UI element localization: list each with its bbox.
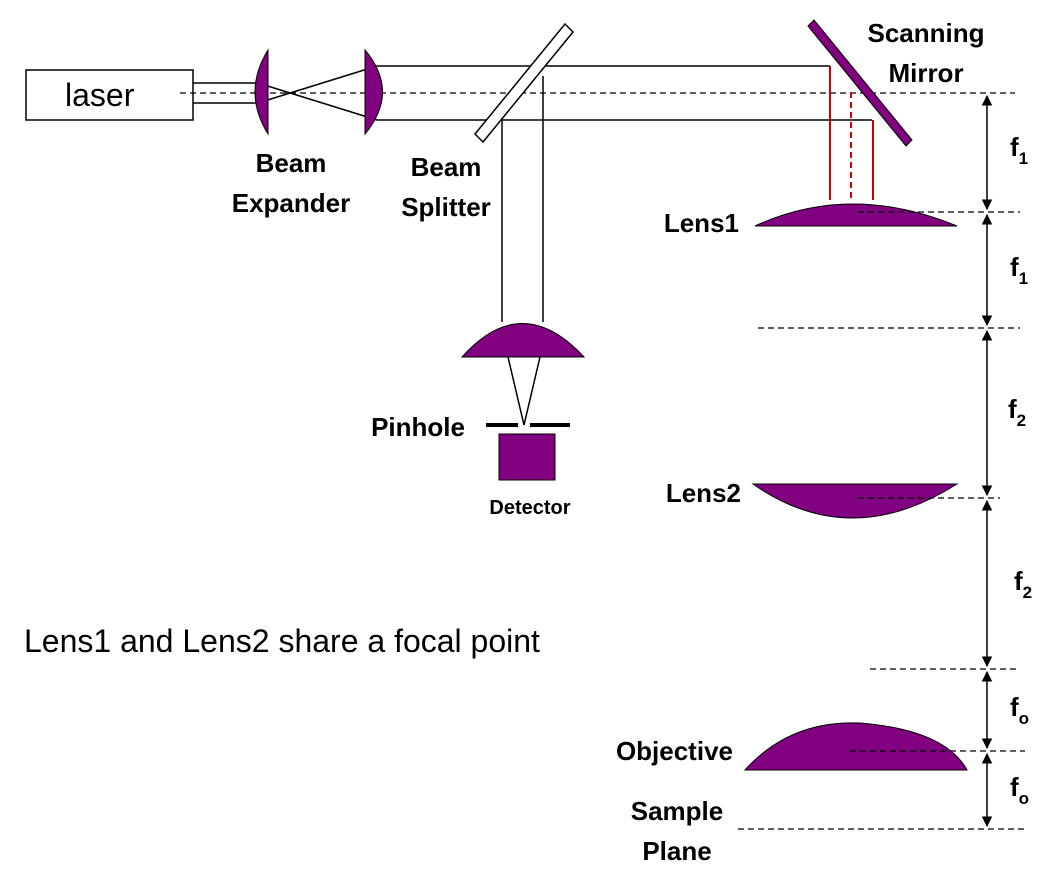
objective-lens — [743, 722, 968, 771]
sample-plane-label-line2: Plane — [642, 836, 711, 866]
detector-label: Detector — [489, 497, 570, 519]
beam-expander-lens-2 — [364, 48, 383, 136]
objective-label: Objective — [616, 736, 733, 766]
expanded-beam — [377, 65, 872, 121]
lens1-label: Lens1 — [664, 208, 739, 238]
distance-label-3: f2 — [1008, 394, 1026, 430]
beam-expander-label-line2: Expander — [232, 188, 351, 218]
scanned-rays — [829, 66, 874, 200]
distance-label-4: f2 — [1014, 566, 1032, 602]
caption-text: Lens1 and Lens2 share a focal point — [24, 623, 540, 659]
beam-splitter-label-line1: Beam — [411, 152, 482, 182]
laser-beam — [193, 82, 258, 104]
return-beam — [501, 76, 544, 322]
distance-label-5: fo — [1010, 692, 1029, 728]
lens1 — [754, 203, 958, 227]
lens2-label: Lens2 — [666, 478, 741, 508]
pinhole-label: Pinhole — [371, 412, 465, 442]
detector-focus-lens — [460, 323, 586, 358]
laser-label: laser — [65, 77, 135, 113]
distance-label-6: fo — [1010, 772, 1029, 808]
beam-expander-lens-1 — [254, 48, 269, 136]
beam-expander-rays — [257, 65, 378, 121]
beam-splitter-label-line2: Splitter — [401, 192, 491, 222]
focal-reference-lines — [738, 211, 1025, 830]
beam-expander-label-line1: Beam — [256, 148, 327, 178]
detector-box — [498, 433, 556, 481]
sample-plane-label-line1: Sample — [631, 796, 724, 826]
scanning-mirror — [807, 19, 913, 147]
distance-label-2: f1 — [1010, 252, 1028, 288]
detector-focus-rays — [507, 356, 541, 426]
lens2 — [751, 483, 959, 519]
scanning-mirror-label-line1: Scanning — [867, 18, 984, 48]
laser-box — [25, 69, 194, 121]
beam-splitter — [473, 22, 575, 144]
scanning-mirror-label-line2: Mirror — [888, 58, 963, 88]
distance-label-1: f1 — [1010, 132, 1028, 168]
